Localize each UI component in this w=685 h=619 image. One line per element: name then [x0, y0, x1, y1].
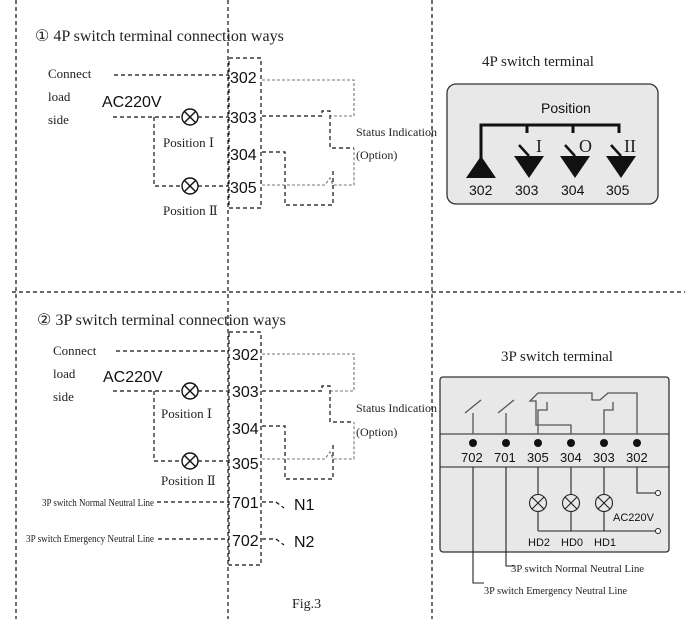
lamp-hd0-label: HD0 — [561, 537, 583, 549]
position-i-label: I — [536, 136, 542, 156]
status-indication-label: Status Indication — [356, 401, 437, 415]
terminal-303: 303 — [232, 384, 259, 401]
connect-label-line2: load — [48, 89, 71, 104]
status-indication-label: Status Indication — [356, 125, 437, 139]
terminal-702: 702 — [232, 533, 259, 550]
status-option-label: (Option) — [356, 148, 397, 162]
terminal-block-outline — [228, 57, 262, 209]
position-2-label: Position Ⅱ — [163, 203, 218, 218]
panel-3p-terminal-702: 702 — [461, 450, 483, 465]
panel-4p-position-header: Position — [541, 100, 591, 116]
lamp-position-2-icon — [181, 452, 199, 470]
panel-4p-title: 4P switch terminal — [482, 54, 594, 70]
status-wire-302 — [262, 79, 355, 117]
panel-emergency-neutral-label: 3P switch Emergency Neutral Line — [484, 585, 627, 597]
normal-neutral-line-label: 3P switch Normal Neutral Line — [42, 498, 155, 509]
lamp-hd1-label: HD1 — [594, 537, 616, 549]
terminal-304: 304 — [230, 147, 257, 164]
n2-label: N2 — [294, 534, 315, 551]
wire-branch-305 — [153, 117, 182, 187]
connect-label-line3: side — [48, 112, 69, 127]
wire-n1 — [262, 501, 285, 509]
status-wire-305 — [262, 422, 355, 460]
terminal-302: 302 — [230, 70, 257, 87]
wire-n2 — [262, 538, 285, 546]
panel-3p-box — [439, 376, 670, 553]
switch-contact-o-icon — [560, 144, 590, 178]
panel-3p-terminal-305: 305 — [527, 450, 549, 465]
terminal-block-outline — [228, 331, 262, 566]
figure-caption: Fig.3 — [292, 597, 321, 612]
panel-3p-terminal-303: 303 — [593, 450, 615, 465]
terminal-701: 701 — [232, 495, 259, 512]
connect-label-line1: Connect — [48, 66, 92, 81]
section-4p-title: ① 4P switch terminal connection ways — [35, 28, 284, 45]
lamp-hd1-icon — [594, 493, 614, 513]
panel-3p-lower-wiring — [472, 467, 661, 584]
panel-4p-busbar — [479, 123, 621, 167]
status-option-label: (Option) — [356, 425, 397, 439]
voltage-label: AC220V — [103, 369, 163, 386]
connect-label-line1: Connect — [53, 343, 97, 358]
terminal-302: 302 — [232, 347, 259, 364]
lamp-position-1-icon — [181, 382, 199, 400]
status-wire-302 — [262, 353, 355, 392]
panel-3p-voltage: AC220V — [613, 512, 655, 524]
voltage-label: AC220V — [102, 94, 162, 111]
panel-3p-terminal-302: 302 — [626, 450, 648, 465]
status-wire-305 — [262, 148, 355, 186]
terminal-305: 305 — [230, 180, 257, 197]
panel-3p-title: 3P switch terminal — [501, 349, 613, 365]
panel-3p-terminal-dots — [469, 439, 641, 447]
position-o-label: O — [579, 136, 592, 156]
status-wire-304 — [262, 425, 334, 480]
panel-normal-neutral-label: 3P switch Normal Neutral Line — [511, 563, 644, 575]
position-2-label: Position Ⅱ — [161, 473, 216, 488]
panel-4p-terminal-304: 304 — [561, 182, 585, 198]
lamp-hd2-icon — [528, 493, 548, 513]
switch-contact-i-icon — [514, 144, 544, 178]
panel-3p-contacts — [464, 392, 638, 434]
grid-lines — [12, 0, 685, 619]
panel-4p-box — [446, 83, 659, 205]
position-1-label: Position Ⅰ — [161, 406, 212, 421]
switch-contact-ii-icon — [606, 144, 636, 178]
panel-3p-terminal-304: 304 — [560, 450, 582, 465]
panel-4p-terminal-303: 303 — [515, 182, 539, 198]
section-4p: ① 4P switch terminal connection ways Con… — [35, 28, 659, 218]
n1-label: N1 — [294, 497, 315, 514]
status-wire-303 — [262, 385, 354, 423]
lamp-hd2-label: HD2 — [528, 537, 550, 549]
emergency-neutral-line-label: 3P switch Emergency Neutral Line — [26, 534, 155, 545]
status-wire-304 — [262, 151, 334, 206]
position-1-label: Position Ⅰ — [163, 135, 214, 150]
position-ii-label: II — [624, 136, 636, 156]
lamp-position-1-icon — [181, 108, 199, 126]
connect-label-line2: load — [53, 366, 76, 381]
panel-4p-terminal-305: 305 — [606, 182, 630, 198]
wire-branch-305 — [153, 391, 182, 462]
panel-4p-terminal-302: 302 — [469, 182, 493, 198]
section-3p: ② 3P switch terminal connection ways Con… — [26, 312, 670, 597]
lamp-position-2-icon — [181, 177, 199, 195]
connect-label-line3: side — [53, 389, 74, 404]
status-wire-303 — [262, 110, 354, 149]
terminal-303: 303 — [230, 110, 257, 127]
terminal-304: 304 — [232, 421, 259, 438]
terminal-305: 305 — [232, 456, 259, 473]
lamp-hd0-icon — [561, 493, 581, 513]
terminal-302-common-icon — [466, 156, 496, 178]
panel-3p-terminal-701: 701 — [494, 450, 516, 465]
section-3p-title: ② 3P switch terminal connection ways — [37, 312, 286, 329]
